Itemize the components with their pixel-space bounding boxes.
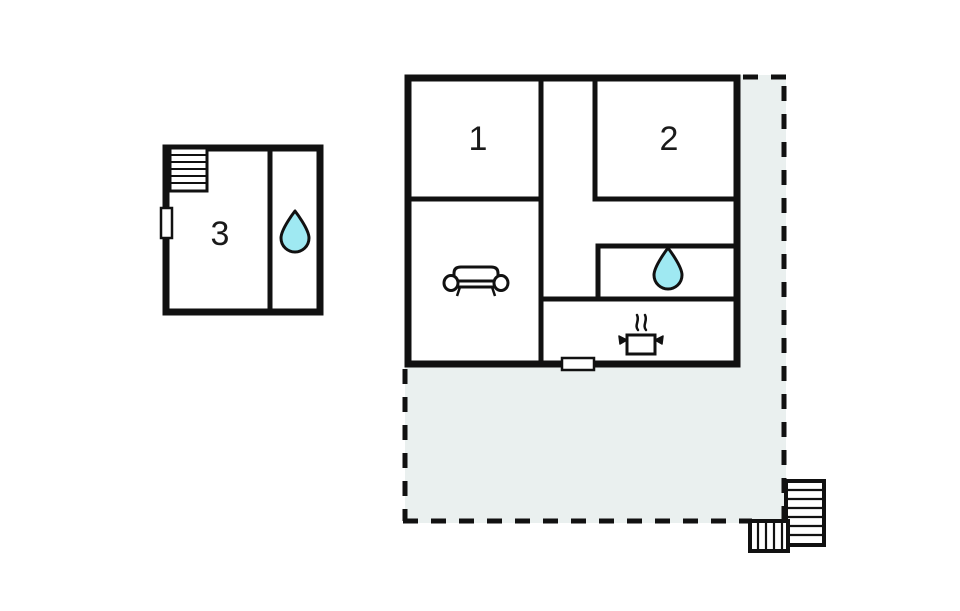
- pot-body: [625, 333, 657, 356]
- pot-handle-left: [618, 335, 628, 345]
- room-1-label: 1: [469, 120, 488, 158]
- main-building-interior-walls: [405, 75, 740, 367]
- terrace-area: [405, 75, 786, 523]
- water-droplet-icon: [652, 246, 684, 291]
- stairs-terrace: [748, 479, 826, 553]
- terrace-fill: [405, 75, 786, 523]
- window-annex: [159, 206, 174, 240]
- annex-building: 3: [159, 144, 324, 316]
- terrace-stairs-vertical-treads: [786, 488, 824, 537]
- water-droplet-shape: [652, 246, 684, 291]
- water-droplet-icon: [279, 209, 311, 254]
- stairs-annex: [168, 146, 209, 193]
- terrace-stair-landing-fill: [740, 480, 786, 523]
- room-3-label: 3: [211, 215, 230, 253]
- window-icon: [159, 206, 174, 240]
- terrace-stairs-horizontal-treads: [756, 521, 784, 551]
- door-icon: [560, 356, 596, 372]
- sofa-legs: [455, 286, 497, 297]
- sofa-backrest: [452, 265, 500, 281]
- main-building: 1 2: [404, 74, 741, 372]
- sofa-arm-left: [442, 274, 460, 292]
- sofa-icon: [442, 265, 510, 297]
- pot-steam-left: [635, 313, 640, 332]
- annex-stairs-treads: [170, 154, 207, 184]
- cooking-pot-icon: [618, 313, 664, 356]
- pot-handle-right: [654, 335, 664, 345]
- room-2-label: 2: [660, 120, 679, 158]
- pot-steam-right: [643, 313, 648, 332]
- door-main-entrance: [560, 356, 596, 372]
- sofa-arm-right: [492, 274, 510, 292]
- water-droplet-shape: [279, 209, 311, 254]
- sofa-seat: [452, 279, 500, 289]
- terrace-outline: [402, 74, 787, 524]
